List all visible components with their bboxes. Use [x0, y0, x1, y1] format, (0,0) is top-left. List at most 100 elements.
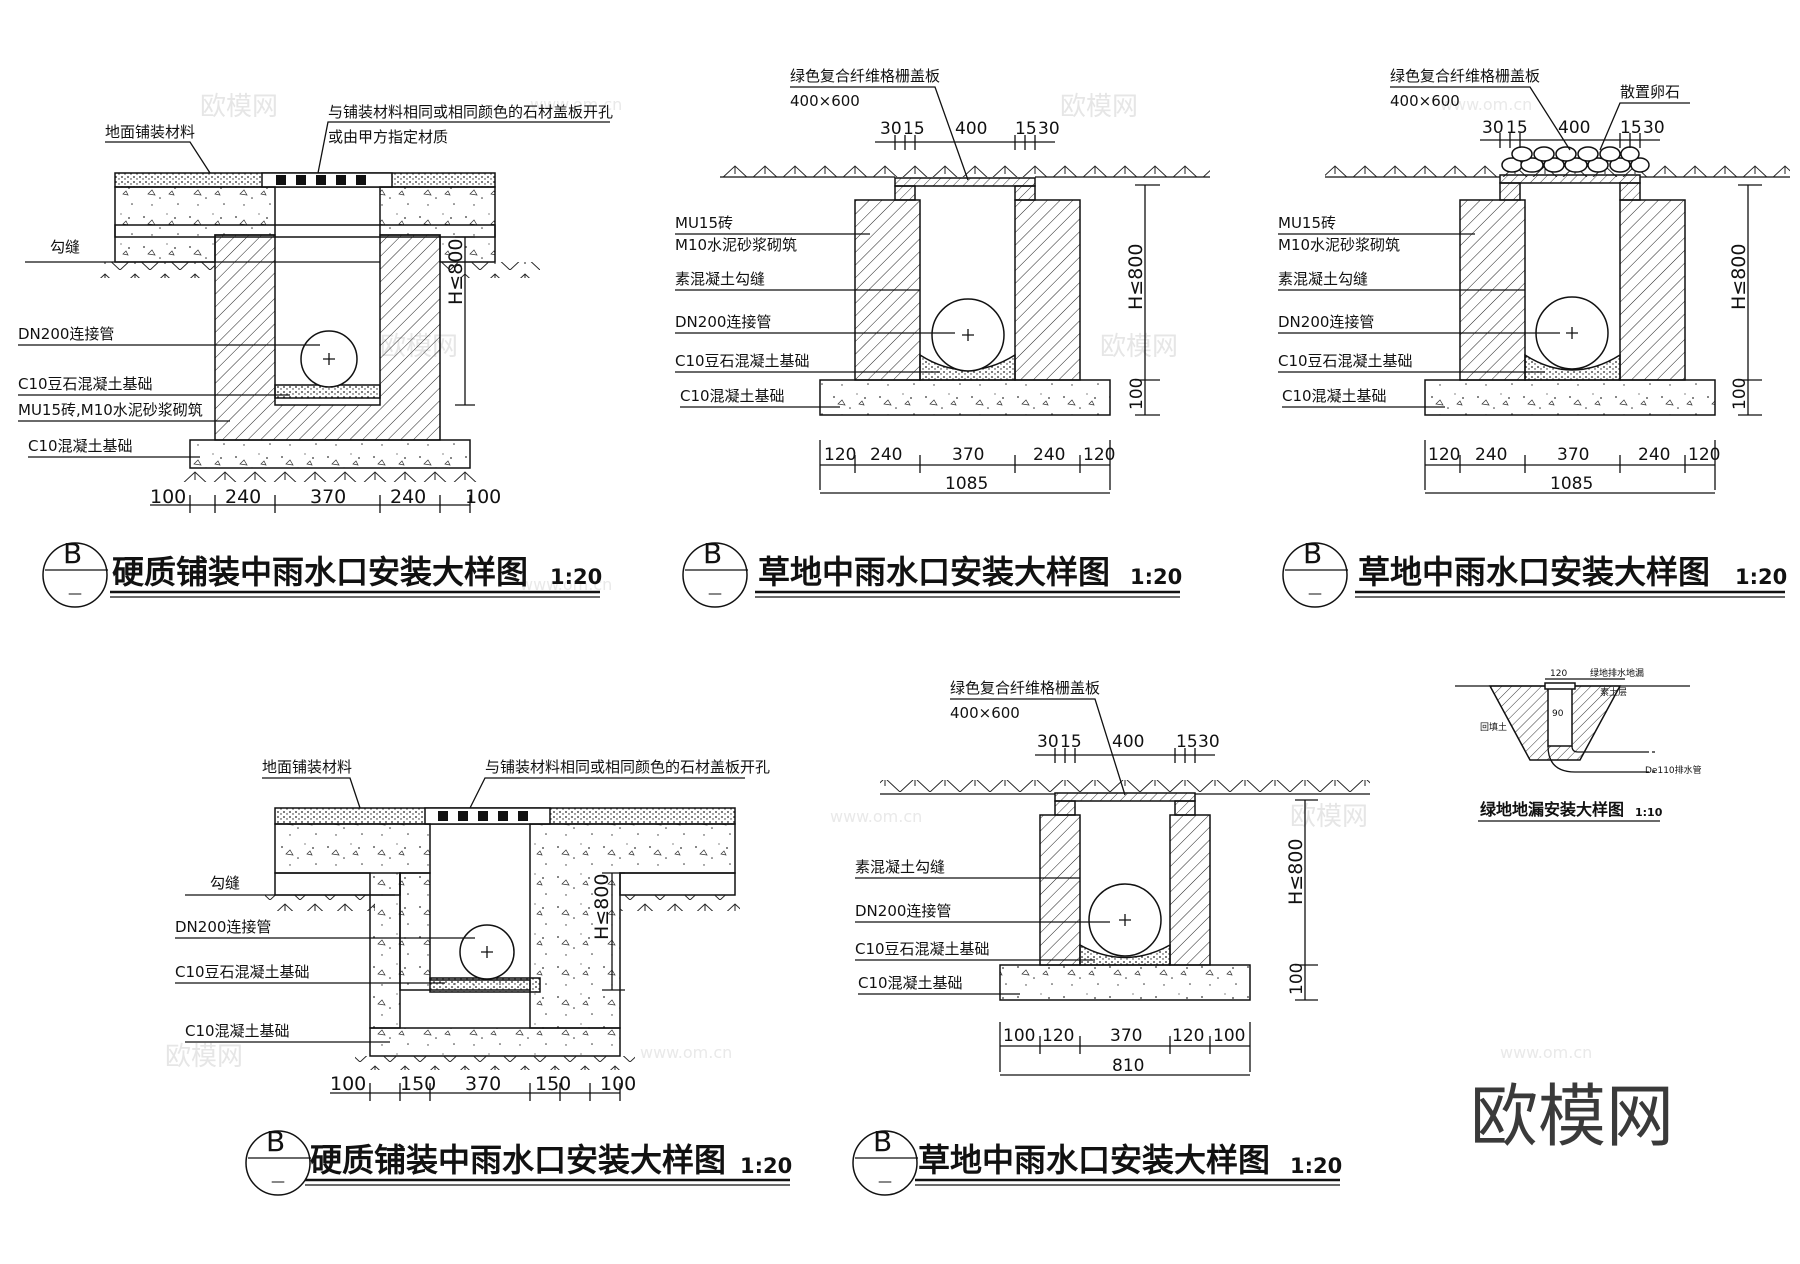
brick-wall-right	[1014, 199, 1081, 381]
label-drain: 绿地排水地漏	[1590, 667, 1644, 679]
dim-value: 15	[903, 119, 925, 139]
label-paving: 地面铺装材料	[262, 758, 352, 776]
cover-openings	[276, 175, 366, 185]
detail-title-block: B — 硬质铺装中雨水口安装大样图 1:20	[245, 1125, 792, 1196]
height-dim: H≤800	[591, 874, 613, 940]
label-brick: MU15砖	[1278, 214, 1336, 232]
dim-row-bottom: 120 240 370 240 120 1085	[1424, 440, 1720, 494]
watermark-brand: 欧模网	[1100, 332, 1178, 362]
detail-sub: —	[708, 586, 722, 602]
detail-sub: —	[878, 1174, 892, 1190]
watermark-url: www.om.cn	[530, 95, 622, 114]
scale: 1:10	[1635, 806, 1663, 819]
dim-row-top: 30 15 400 15 30	[1035, 732, 1220, 763]
watermark-brand: 欧模网	[1290, 802, 1368, 832]
panel-floor-drain: 120 90 绿地排水地漏 素土层 回填土 De110排水管 绿地地漏安装大样图…	[1455, 667, 1702, 822]
dim-value: 30	[1038, 119, 1060, 139]
scale: 1:20	[1130, 565, 1182, 589]
soil-left	[265, 895, 375, 911]
dim-total: 1085	[1550, 474, 1593, 494]
top-width: 120	[1550, 669, 1567, 679]
label-pipe: DN200连接管	[18, 325, 114, 343]
dim-value: 100	[465, 486, 501, 508]
detail-letter: B	[1303, 537, 1322, 570]
label-joint: 勾缝	[50, 238, 80, 256]
dim-value: 120	[1083, 445, 1115, 465]
watermark-url: www.om.cn	[520, 575, 612, 594]
watermark-brand: 欧模网	[200, 92, 278, 122]
watermark-url: www.om.cn	[1440, 95, 1532, 114]
height-dim: H≤800	[1285, 839, 1307, 905]
label-joint: 勾缝	[210, 874, 240, 892]
label-grate-size: 400×600	[790, 92, 860, 110]
watermark-brand: 欧模网	[1060, 92, 1138, 122]
grate-cover	[1499, 174, 1641, 184]
soil-bottom	[180, 468, 480, 482]
dim-value: 370	[952, 445, 984, 465]
watermark-url: www.om.cn	[830, 807, 922, 826]
dim-value: 30	[1037, 732, 1059, 752]
title: 绿地地漏安装大样图	[1480, 800, 1624, 819]
panel-hardscape-inlet-2: 地面铺装材料 与铺装材料相同或相同颜色的石材盖板开孔 勾缝 DN200连接管 C…	[175, 758, 792, 1196]
dim-row-bottom: 100 150 370 150 100	[330, 1073, 636, 1101]
label-mortar: M10水泥砂浆砌筑	[1278, 236, 1400, 254]
dim-value: 100	[330, 1073, 366, 1095]
c10-base	[189, 439, 471, 469]
dim-value: 370	[1110, 1026, 1142, 1046]
drain-body	[1547, 685, 1573, 747]
label-grate: 绿色复合纤维格栅盖板	[950, 679, 1100, 697]
scale: 1:20	[740, 1154, 792, 1178]
dim-value: 240	[225, 486, 261, 508]
label-grate: 绿色复合纤维格栅盖板	[1390, 67, 1540, 85]
panel-grass-inlet-2: 绿色复合纤维格栅盖板 400×600 散置卵石 MU15砖 M10水泥砂浆砌筑 …	[1278, 67, 1790, 608]
label-joint: 素混凝土勾缝	[675, 270, 765, 288]
label-cover-alt: 或由甲方指定材质	[328, 128, 448, 146]
label-base: C10混凝土基础	[680, 387, 785, 405]
title: 草地中雨水口安装大样图	[1358, 553, 1710, 591]
title: 硬质铺装中雨水口安装大样图	[310, 1141, 726, 1179]
height-dim: H≤800	[1125, 244, 1147, 310]
soil-right	[620, 895, 740, 911]
dim-row-top: 30 15 400 15 30	[875, 119, 1060, 150]
detail-title-block: B — 草地中雨水口安装大样图 1:20	[1282, 537, 1787, 608]
dim-value: 100	[600, 1073, 636, 1095]
label-pipe: DN200连接管	[175, 918, 271, 936]
bed-course	[114, 224, 496, 238]
pebble-concrete-fill	[1079, 943, 1171, 966]
label-pebble: C10豆石混凝土基础	[1278, 352, 1413, 370]
dim-total: 810	[1112, 1056, 1144, 1076]
brand-logo: 欧模网	[1470, 1078, 1674, 1157]
concrete-bed-right	[529, 823, 736, 1029]
label-pipe: DN200连接管	[675, 313, 771, 331]
pipe-center	[323, 353, 335, 365]
detail-title-block: B — 草地中雨水口安装大样图 1:20	[852, 1125, 1342, 1196]
label-base: C10混凝土基础	[1282, 387, 1387, 405]
detail-letter: B	[703, 537, 722, 570]
detail-sub: —	[271, 1174, 285, 1190]
panel-grass-inlet-3: 绿色复合纤维格栅盖板 400×600 素混凝土勾缝 DN200连接管 C10豆石…	[852, 679, 1370, 1196]
label-grate: 绿色复合纤维格栅盖板	[790, 67, 940, 85]
dim-value: 400	[955, 119, 987, 139]
label-soil: 素土层	[1600, 686, 1627, 698]
label-mortar: M10水泥砂浆砌筑	[675, 236, 797, 254]
brick-wall-right	[1169, 814, 1211, 966]
detail-letter: B	[873, 1125, 892, 1158]
dim-value: 15	[1176, 732, 1198, 752]
de110-pipe	[1547, 745, 1645, 773]
dim-row-top: 30 15 400 15 30	[1480, 118, 1665, 148]
detail-title-block: B — 硬质铺装中雨水口安装大样图 1:20	[42, 537, 602, 608]
label-grate-size: 400×600	[1390, 92, 1460, 110]
soil-left	[100, 262, 215, 278]
detail-sub: —	[68, 586, 82, 602]
detail-letter: B	[266, 1125, 285, 1158]
title: 草地中雨水口安装大样图	[758, 553, 1110, 591]
dim-value: 15	[1620, 118, 1642, 138]
dim-value: 120	[824, 445, 856, 465]
detail-title-block: B — 草地中雨水口安装大样图 1:20	[682, 537, 1182, 608]
base-height-dim: 100	[1287, 963, 1307, 995]
dim-value: 100	[150, 486, 186, 508]
dim-value: 120	[1428, 445, 1460, 465]
c10-base	[819, 379, 1111, 416]
cover-openings	[438, 811, 528, 821]
